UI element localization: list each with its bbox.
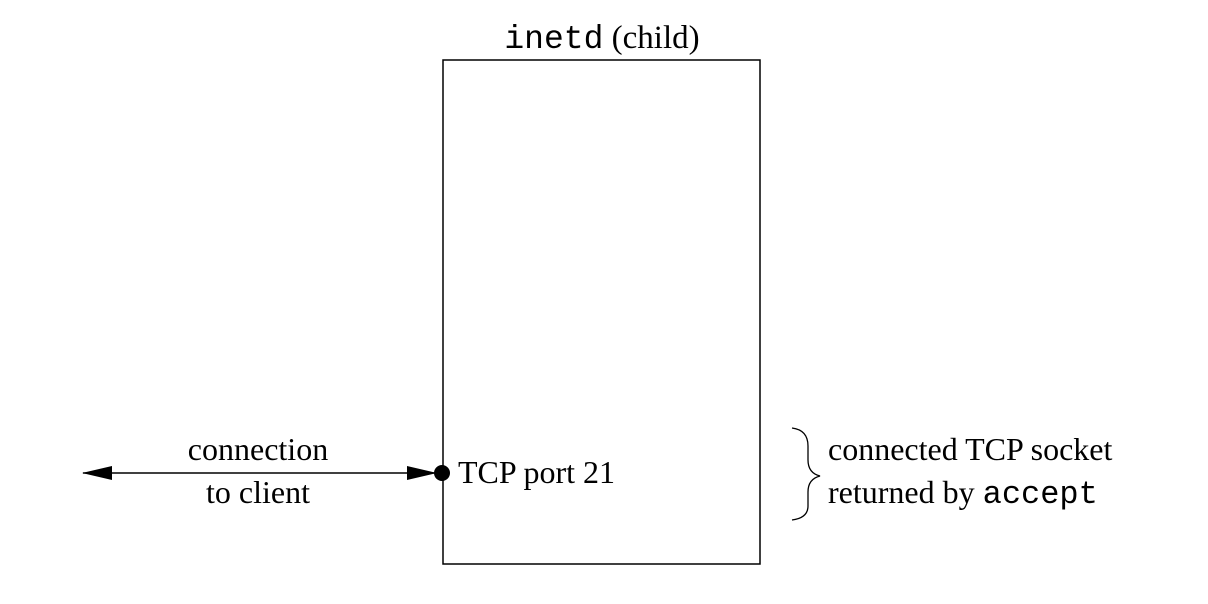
- curly-brace: [791, 427, 821, 521]
- connection-label-line1: connection: [188, 431, 328, 467]
- port-label: TCP port 21: [458, 454, 615, 490]
- process-title-code: inetd: [504, 21, 603, 58]
- process-box: [442, 59, 761, 565]
- annotation-line2-code: accept: [983, 476, 1098, 513]
- process-title-suffix: (child): [603, 20, 699, 56]
- connection-label-line2: to client: [206, 474, 310, 510]
- annotation-line1: connected TCP socket: [828, 431, 1112, 467]
- socket-endpoint-dot: [434, 465, 450, 481]
- process-title: inetd (child): [504, 20, 699, 58]
- annotation-line2: returned by accept: [828, 474, 1098, 513]
- annotation-line2-prefix: returned by: [828, 474, 983, 510]
